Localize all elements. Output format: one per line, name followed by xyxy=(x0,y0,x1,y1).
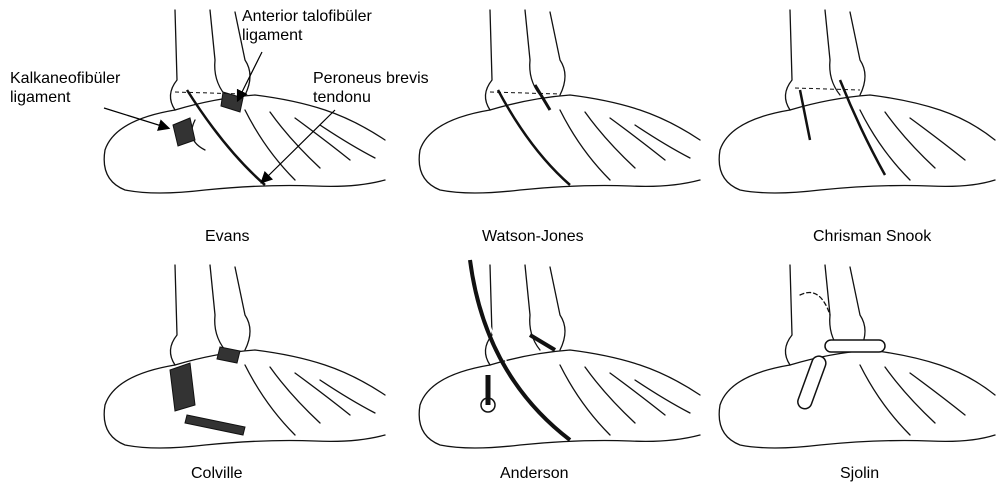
foot-drawing-colville xyxy=(95,255,395,465)
procedure-caption: Colville xyxy=(191,465,243,483)
foot-drawing-watson-jones xyxy=(410,0,710,230)
panel-sjolin: Sjolin xyxy=(710,255,1005,485)
panel-watson-jones: Watson-Jones xyxy=(410,0,710,230)
arrow-calcaneofibular xyxy=(104,108,168,128)
panel-chrisman-snook: Chrisman Snook xyxy=(710,0,1005,230)
foot-drawing-chrisman-snook xyxy=(710,0,1005,230)
procedure-caption: Watson-Jones xyxy=(482,228,584,246)
panel-anderson: Anderson xyxy=(410,255,710,485)
procedure-caption: Anderson xyxy=(500,465,569,483)
procedure-caption: Chrisman Snook xyxy=(813,228,931,246)
foot-drawing-anderson xyxy=(410,255,710,465)
foot-drawing-sjolin xyxy=(710,255,1005,465)
arrow-peroneus-brevis xyxy=(262,110,335,182)
arrow-anterior-talofibular xyxy=(238,52,262,100)
panel-colville: Colville xyxy=(95,255,395,485)
tendon-graft xyxy=(840,80,885,175)
procedure-caption: Sjolin xyxy=(840,465,879,483)
